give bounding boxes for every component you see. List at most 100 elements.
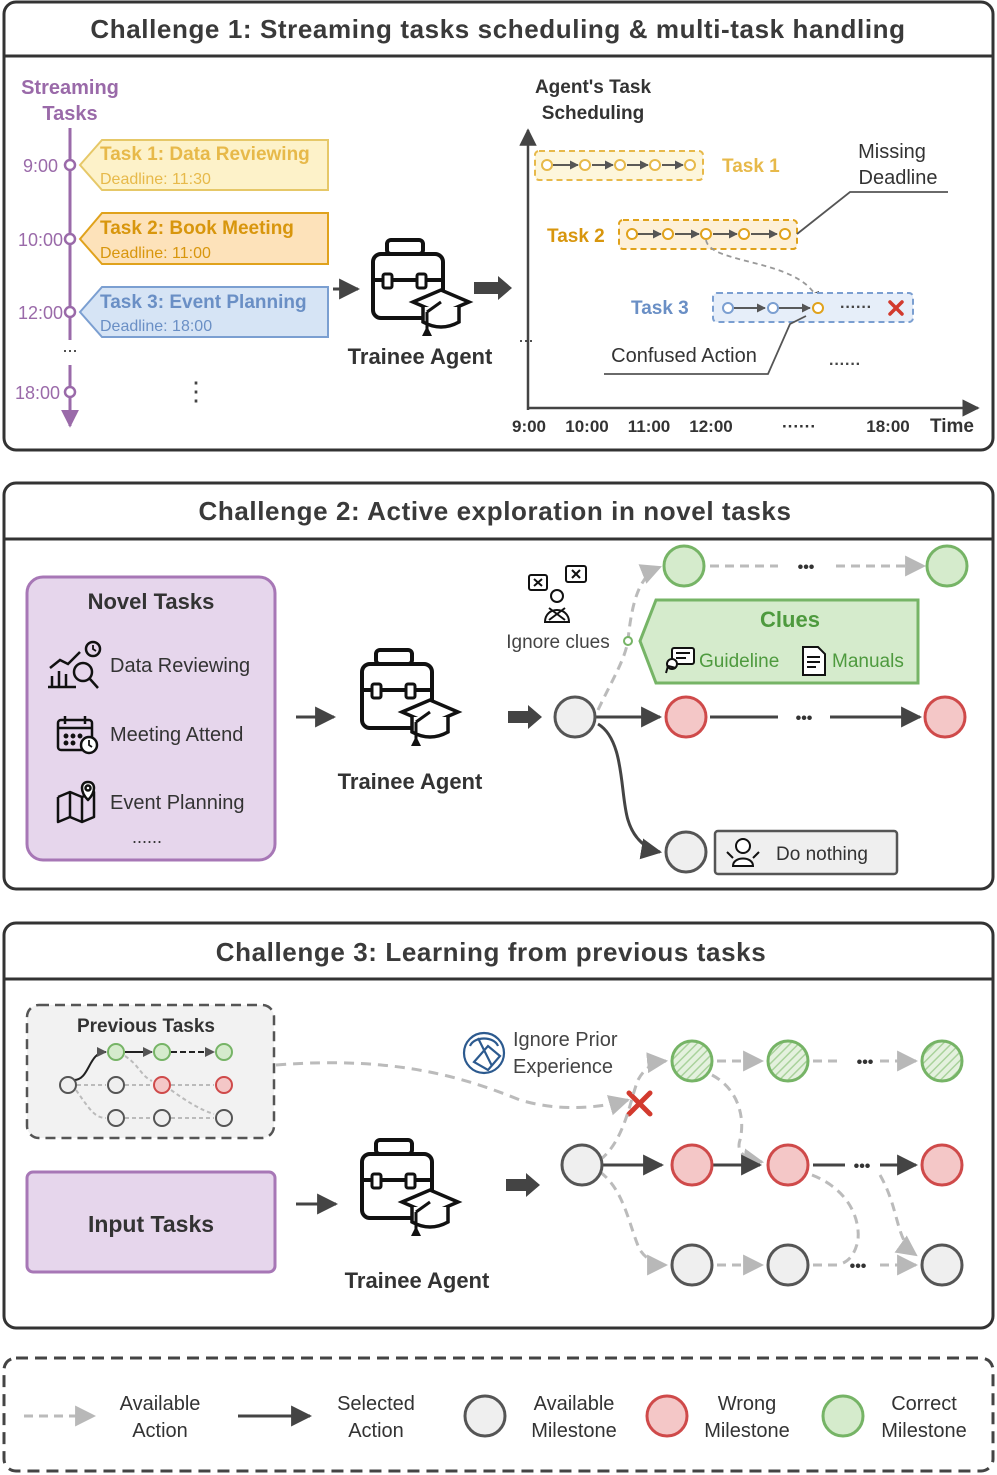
c3-start-node [560, 1143, 604, 1187]
shrug-user-icon [726, 838, 760, 867]
legend: Available Action Selected Action Availab… [2, 1356, 995, 1473]
task2-title: Task 2: Book Meeting [100, 218, 294, 239]
legend-correct-milestone-node [821, 1394, 865, 1438]
challenge3-title: Challenge 3: Learning from previous task… [216, 937, 767, 967]
input-tasks-box [25, 1170, 277, 1274]
ignore-experience-path [275, 1061, 631, 1116]
c2-big-arrow [508, 705, 542, 729]
tick-1000: 10:00 [565, 417, 608, 436]
task3-schedule-label: Task 3 [631, 298, 689, 319]
challenge1-panel: Challenge 1: Streaming tasks scheduling … [2, 0, 995, 452]
c1-agent-label: Trainee Agent [348, 344, 493, 369]
legend-available-milestone-node [463, 1394, 507, 1438]
legend-available-action-2: Action [132, 1420, 188, 1442]
challenge3-panel: Challenge 3: Learning from previous task… [2, 921, 995, 1330]
clue-manuals: Manuals [832, 651, 904, 672]
ignore-prior-line2: Experience [513, 1056, 613, 1078]
time-1000: 10:00 [18, 230, 63, 250]
streaming-label-line2: Tasks [42, 103, 97, 125]
stream-ellipsis: ... [62, 336, 77, 356]
novel-item-data-reviewing: Data Reviewing [110, 655, 250, 677]
task3-card: Task 3: Event Planning Deadline: 18:00 [78, 286, 329, 338]
legend-correct-milestone-2: Milestone [881, 1420, 967, 1442]
time-1800: 18:00 [15, 383, 60, 403]
do-nothing-box: Do nothing [713, 829, 899, 876]
challenge2-title: Challenge 2: Active exploration in novel… [198, 496, 791, 526]
time-1200: 12:00 [18, 303, 63, 323]
task1-title: Task 1: Data Reviewing [100, 144, 310, 165]
time-900: 9:00 [23, 156, 58, 176]
legend-wrong-milestone-node [645, 1394, 689, 1438]
task-list-ellipsis: ⋮ [183, 376, 209, 406]
task2-to-task3-switch [705, 239, 819, 301]
cross-icon [888, 300, 904, 316]
legend-available-milestone-1: Available [534, 1393, 615, 1415]
previous-tasks-title: Previous Tasks [77, 1016, 215, 1037]
c1-big-arrow [474, 276, 512, 300]
challenge2-panel: Challenge 2: Active exploration in novel… [2, 481, 995, 891]
confused-action-label: Confused Action [611, 345, 757, 367]
ignore-prior-line1: Ignore Prior [513, 1029, 618, 1051]
sched-title-line2: Scheduling [542, 103, 644, 124]
clues-box: Clues Guideline Manuals [638, 598, 920, 685]
missing-deadline-line1: Missing [858, 141, 926, 163]
c2-top-dots: ••• [798, 559, 815, 576]
c2-mid-dots: ••• [796, 710, 813, 727]
task3-dots: ······ [840, 299, 872, 316]
legend-wrong-milestone-2: Milestone [704, 1420, 790, 1442]
tick-1100: 11:00 [628, 417, 671, 436]
c3-top-dots: ••• [857, 1054, 874, 1071]
challenge1-title: Challenge 1: Streaming tasks scheduling … [90, 14, 905, 44]
c3-mid-dots: ••• [854, 1158, 871, 1175]
legend-correct-milestone-1: Correct [891, 1393, 957, 1415]
data-review-icon [48, 640, 102, 689]
y-axis-ellipsis: ... [518, 326, 533, 346]
sched-title-line1: Agent's Task [535, 77, 652, 98]
clues-title: Clues [760, 607, 820, 632]
c2-agent-label: Trainee Agent [338, 769, 483, 794]
task1-card: Task 1: Data Reviewing Deadline: 11:30 [78, 139, 329, 191]
previous-tasks-mini-graph [59, 1043, 233, 1127]
tick-1200: 12:00 [689, 417, 732, 436]
c2-start-node [553, 695, 597, 739]
ignore-clues-label: Ignore clues [506, 632, 610, 653]
task3-title: Task 3: Event Planning [100, 292, 307, 313]
novel-tasks-more: ...... [132, 827, 162, 847]
task3-deadline: Deadline: 18:00 [100, 318, 212, 335]
calendar-clock-icon [56, 716, 99, 755]
previous-tasks-box [25, 1003, 276, 1140]
chart-lower-dots: ······ [829, 356, 861, 373]
input-tasks-label: Input Tasks [88, 1211, 214, 1237]
ignore-experience-icon [462, 1031, 506, 1075]
legend-selected-action-2: Action [348, 1420, 404, 1442]
guideline-icon [665, 647, 695, 674]
clue-guideline: Guideline [699, 651, 779, 672]
missing-deadline-leader [796, 191, 948, 235]
do-nothing-label: Do nothing [776, 844, 868, 865]
legend-selected-action-1: Selected [337, 1393, 415, 1415]
legend-available-milestone-2: Milestone [531, 1420, 617, 1442]
manuals-icon [802, 646, 826, 676]
task2-schedule-label: Task 2 [547, 226, 605, 247]
task2-card: Task 2: Book Meeting Deadline: 11:00 [78, 212, 329, 265]
tick-1800: 18:00 [866, 417, 909, 436]
task1-deadline: Deadline: 11:30 [100, 171, 211, 188]
task2-deadline: Deadline: 11:00 [100, 245, 211, 262]
time-axis-label: Time [930, 416, 974, 437]
novel-tasks-title: Novel Tasks [88, 589, 215, 614]
cross-icon [626, 1090, 653, 1117]
novel-item-meeting-attend: Meeting Attend [110, 724, 243, 746]
c3-bottom-dots: ••• [850, 1258, 867, 1275]
legend-available-action-1: Available [120, 1393, 201, 1415]
missing-deadline-line2: Deadline [859, 167, 938, 189]
confused-leader [604, 315, 807, 375]
ignore-user-icon [528, 565, 587, 623]
tick-ellipsis: ······ [782, 417, 816, 436]
novel-item-event-planning: Event Planning [110, 792, 245, 814]
task1-schedule-label: Task 1 [722, 156, 780, 177]
streaming-label-line1: Streaming [21, 77, 119, 99]
c3-big-arrow [506, 1173, 540, 1197]
legend-wrong-milestone-1: Wrong [718, 1393, 777, 1415]
c3-agent-label: Trainee Agent [345, 1268, 490, 1293]
